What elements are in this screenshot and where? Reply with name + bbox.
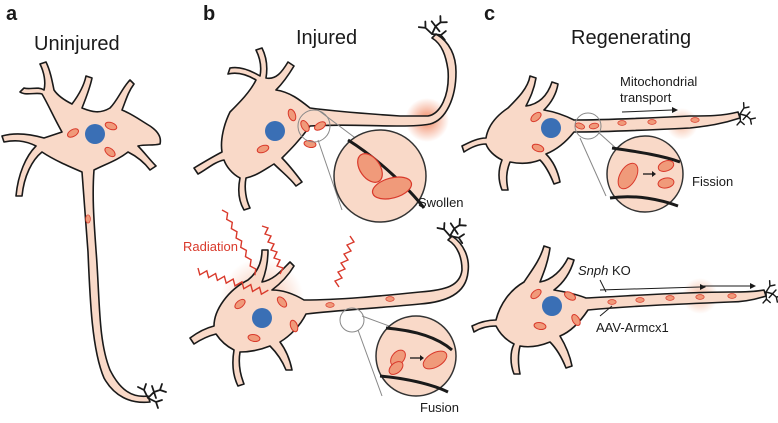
- panel-letter-c: c: [484, 3, 495, 25]
- label-radiation: Radiation: [183, 239, 238, 254]
- axon-membrane-line: [385, 326, 453, 352]
- panel-title-regenerating: Regenerating: [571, 27, 691, 49]
- leader-line-aav: [599, 305, 613, 317]
- swollen-mito: [357, 153, 383, 183]
- nucleus-c-top: [541, 118, 561, 138]
- neuron-injured-top: [193, 13, 457, 223]
- neuron-regenerating-top: [461, 75, 758, 213]
- zoom-line: [317, 139, 343, 211]
- zoom-line: [317, 109, 359, 141]
- panel-title-injured: Injured: [296, 27, 357, 49]
- neuron-b-top-body: [193, 33, 457, 211]
- radiation-wave: [333, 235, 356, 288]
- panel-letter-a: a: [6, 3, 18, 25]
- neuron-c-bottom-body: [471, 245, 767, 375]
- axon-membrane-line: [347, 138, 426, 209]
- label-mitochondrial: Mitochondrial: [620, 74, 697, 89]
- axon-membrane-line: [379, 374, 449, 394]
- mito-fused: [422, 350, 448, 370]
- radiation-wave: [221, 209, 257, 276]
- zoom-circle-fusion: [375, 315, 457, 397]
- neuron-b-bottom-body: [189, 235, 470, 387]
- label-ko: KO: [608, 263, 630, 278]
- zoom-source-circle: [574, 112, 602, 140]
- neuron-a-body: [1, 61, 162, 404]
- label-fission: Fission: [692, 174, 733, 189]
- transport-arrow: [621, 109, 673, 113]
- mito-post-fission: [657, 160, 675, 172]
- axon-membrane-line: [609, 195, 679, 208]
- neuron-regenerating-bottom: [471, 245, 778, 375]
- label-snph-ko: Snph KO: [578, 263, 631, 278]
- label-aav-armcx1: AAV-Armcx1: [596, 320, 669, 335]
- transport-arrowhead: [750, 283, 756, 289]
- nucleus-a: [85, 124, 105, 144]
- transport-arrow: [599, 286, 701, 291]
- radiation-wave: [197, 267, 269, 296]
- mito-post-fission: [657, 177, 675, 189]
- nucleus-b-top: [265, 121, 285, 141]
- fission-arrowhead: [652, 171, 656, 177]
- neuron-c-top-body: [461, 75, 741, 191]
- nucleus-b-bottom: [252, 308, 272, 328]
- label-transport: transport: [620, 90, 672, 105]
- nucleus-c-bottom: [542, 296, 562, 316]
- panel-title-uninjured: Uninjured: [34, 33, 120, 55]
- neuron-uninjured: [1, 61, 167, 409]
- transport-arrowhead: [672, 107, 678, 113]
- panel-letter-b: b: [203, 3, 215, 25]
- zoom-line: [579, 137, 607, 197]
- mito-pre-fusion: [388, 361, 404, 375]
- label-fusion: Fusion: [420, 400, 459, 415]
- label-swollen: Swollen: [418, 195, 464, 210]
- zoom-source-circle: [297, 109, 331, 143]
- zoom-source-circle: [339, 307, 365, 333]
- leader-line-snph: [599, 279, 607, 293]
- swollen-mito: [371, 176, 413, 200]
- zoom-line: [357, 329, 383, 397]
- radiation-wave: [261, 225, 284, 275]
- fusion-arrowhead: [420, 355, 424, 361]
- mito-pre-fission: [617, 162, 639, 190]
- label-snph-gene: Snph: [578, 263, 608, 278]
- neuron-injured-bottom: [189, 209, 471, 397]
- axon-membrane-line: [611, 146, 681, 164]
